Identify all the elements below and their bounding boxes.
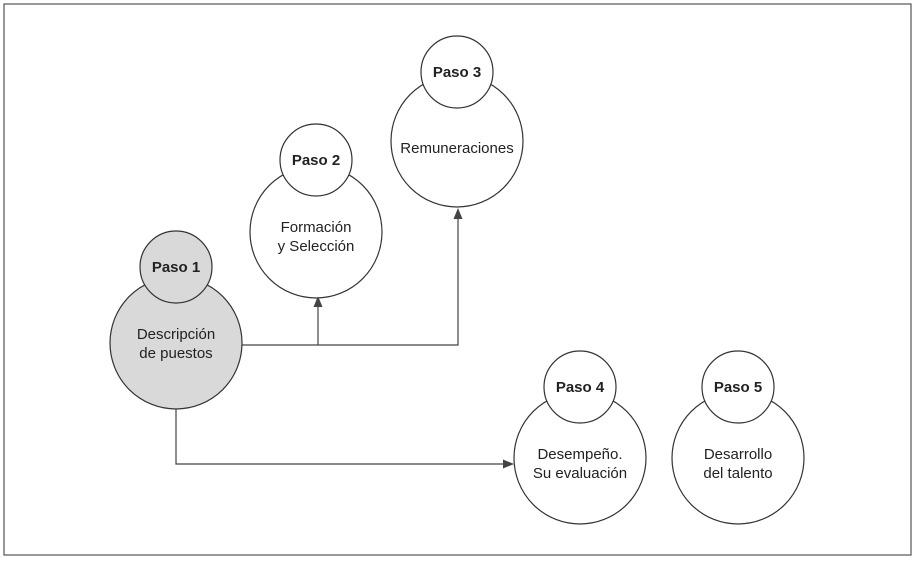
arrowhead-paso-2	[313, 296, 323, 307]
step-description-line-1: Desempeño.	[537, 446, 622, 463]
diagram-frame	[3, 3, 912, 556]
connectors	[175, 208, 514, 469]
step-label: Paso 5	[714, 379, 762, 396]
step-badge-circle	[543, 350, 617, 424]
step-description-line-1: Descripción	[137, 326, 215, 343]
step-description-line-2: de puestos	[139, 345, 212, 362]
connector-paso-1-to-paso-4	[175, 401, 503, 465]
step-description-line-1: Remuneraciones	[400, 140, 513, 157]
step-label: Paso 4	[556, 379, 605, 396]
step-paso-1: Paso 1 Descripción de puestos	[109, 230, 243, 410]
step-paso-4: Paso 4 Desempeño. Su evaluación	[513, 350, 647, 525]
step-label: Paso 3	[433, 64, 481, 81]
step-description-line-2: Su evaluación	[533, 465, 627, 482]
arrowhead-paso-3	[453, 208, 463, 219]
step-badge-circle	[420, 35, 494, 109]
step-badge-circle	[139, 230, 213, 304]
step-label: Paso 2	[292, 152, 340, 169]
step-paso-5: Paso 5 Desarrollo del talento	[671, 350, 805, 525]
step-label: Paso 1	[152, 259, 200, 276]
step-description-line-2: del talento	[703, 465, 772, 482]
step-badge-circle	[279, 123, 353, 197]
step-paso-2: Paso 2 Formación y Selección	[249, 123, 383, 299]
connector-paso-1-to-paso-3	[241, 218, 459, 346]
step-description-line-1: Formación	[281, 219, 352, 236]
arrowhead-paso-4	[503, 459, 514, 469]
step-description-line-2: y Selección	[278, 238, 355, 255]
step-description-line-1: Desarrollo	[704, 446, 772, 463]
step-badge-circle	[701, 350, 775, 424]
step-paso-3: Paso 3 Remuneraciones	[390, 35, 524, 208]
